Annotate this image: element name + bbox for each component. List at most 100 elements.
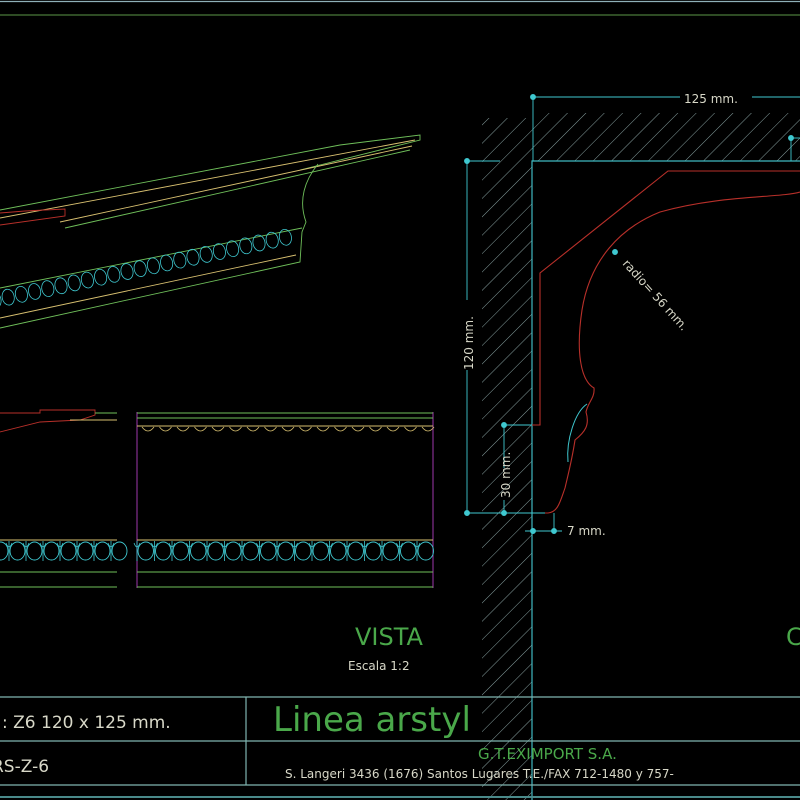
egg-ornament <box>54 277 68 295</box>
egg-ornament <box>94 541 111 561</box>
scallop <box>264 426 277 432</box>
egg-ornament <box>26 541 43 561</box>
egg-ornament <box>146 257 160 275</box>
egg-ornament <box>186 248 200 266</box>
egg-ornament <box>41 280 55 297</box>
dart-ornament <box>151 541 158 561</box>
scallop <box>211 426 225 432</box>
dart-ornament <box>361 541 368 561</box>
scallop <box>421 426 435 432</box>
egg-and-dart-ornament-left <box>0 541 128 561</box>
egg-ornament <box>107 266 121 283</box>
dart-ornament <box>256 541 263 561</box>
dart-ornament <box>22 541 30 561</box>
scallop-row <box>141 426 435 432</box>
scallop <box>159 426 172 432</box>
dimension-offset-label: 7 mm. <box>567 524 606 538</box>
egg-ornament <box>225 541 242 561</box>
dimension-lines <box>464 94 800 534</box>
egg-ornament <box>0 291 2 309</box>
egg-ornament <box>9 541 26 561</box>
egg-ornament <box>382 541 399 561</box>
scallop <box>194 426 207 432</box>
egg-ornament <box>1 288 15 306</box>
scallop <box>281 426 295 432</box>
dart-ornament <box>326 541 333 561</box>
ceiling-hatch <box>532 113 800 161</box>
dart-ornament <box>413 541 421 561</box>
dart-ornament <box>73 541 81 561</box>
egg-and-dart-ornament-perspective <box>0 228 292 309</box>
dimension-height-label: 120 mm. <box>462 316 476 370</box>
cornice-profile-inner <box>532 191 800 514</box>
scallop <box>369 426 382 432</box>
scallop <box>229 426 242 432</box>
egg-ornament <box>330 541 347 561</box>
scallop <box>316 426 330 432</box>
egg-ornament <box>226 240 240 258</box>
egg-ornament <box>278 228 292 246</box>
dart-ornament <box>186 541 193 561</box>
egg-ornament <box>43 541 60 561</box>
scallop <box>404 426 417 432</box>
dimension-width-label: 125 mm. <box>684 92 738 106</box>
title-block <box>0 696 800 798</box>
dart-ornament <box>90 541 98 561</box>
egg-ornament <box>252 234 266 252</box>
egg-ornament <box>242 541 259 561</box>
section-view: 125 mm. 120 mm. 30 mm. 7 mm. radio= 56 m… <box>462 92 800 800</box>
egg-ornament <box>111 541 128 561</box>
elevation-view-right <box>133 412 435 588</box>
egg-ornament <box>212 243 226 260</box>
egg-ornament <box>172 541 189 561</box>
egg-ornament <box>400 541 417 561</box>
vista-title: VISTA <box>355 623 424 651</box>
dimension-radius-label: radio= 56 mm. <box>620 257 691 334</box>
scallop <box>141 426 155 432</box>
dart-ornament <box>396 541 403 561</box>
egg-ornament <box>67 274 81 292</box>
cornice-bead <box>567 403 588 463</box>
egg-ornament <box>190 541 207 561</box>
egg-ornament <box>28 283 42 300</box>
scallop <box>299 426 312 432</box>
egg-ornament <box>0 541 9 561</box>
model-code: RS-Z-6 <box>0 757 49 777</box>
dart-ornament <box>203 541 211 561</box>
egg-ornament <box>417 541 434 561</box>
egg-ornament <box>365 541 382 561</box>
egg-ornament <box>133 260 147 277</box>
dart-ornament <box>343 541 351 561</box>
egg-ornament <box>80 271 94 289</box>
dart-ornament <box>221 541 228 561</box>
scallop <box>334 426 347 432</box>
egg-ornament <box>160 254 174 272</box>
dart-ornament <box>39 541 47 561</box>
perspective-view <box>0 134 421 329</box>
egg-ornament <box>207 541 224 561</box>
egg-ornament <box>155 541 172 561</box>
dart-ornament <box>107 541 115 561</box>
company-address: S. Langeri 3436 (1676) Santos Lugares T.… <box>285 767 674 781</box>
scallop <box>386 426 400 432</box>
scallop <box>351 426 365 432</box>
dart-ornament <box>291 541 298 561</box>
egg-ornament <box>94 268 108 286</box>
egg-ornament <box>260 541 277 561</box>
egg-ornament <box>137 541 154 561</box>
company-name: G.T.EXIMPORT S.A. <box>478 745 617 763</box>
model-description: : Z6 120 x 125 mm. <box>2 713 171 733</box>
egg-ornament <box>295 541 312 561</box>
egg-ornament <box>173 251 187 269</box>
egg-ornament <box>239 237 253 255</box>
scallop <box>246 426 260 432</box>
scallop <box>176 426 190 432</box>
dart-ornament <box>238 541 246 561</box>
cornice-profile-outer <box>532 170 800 426</box>
wall-hatch <box>482 118 532 800</box>
product-line-name: Linea arstyl <box>273 700 471 740</box>
dart-ornament <box>308 541 316 561</box>
egg-ornament <box>347 541 364 561</box>
dart-ornament <box>378 541 386 561</box>
